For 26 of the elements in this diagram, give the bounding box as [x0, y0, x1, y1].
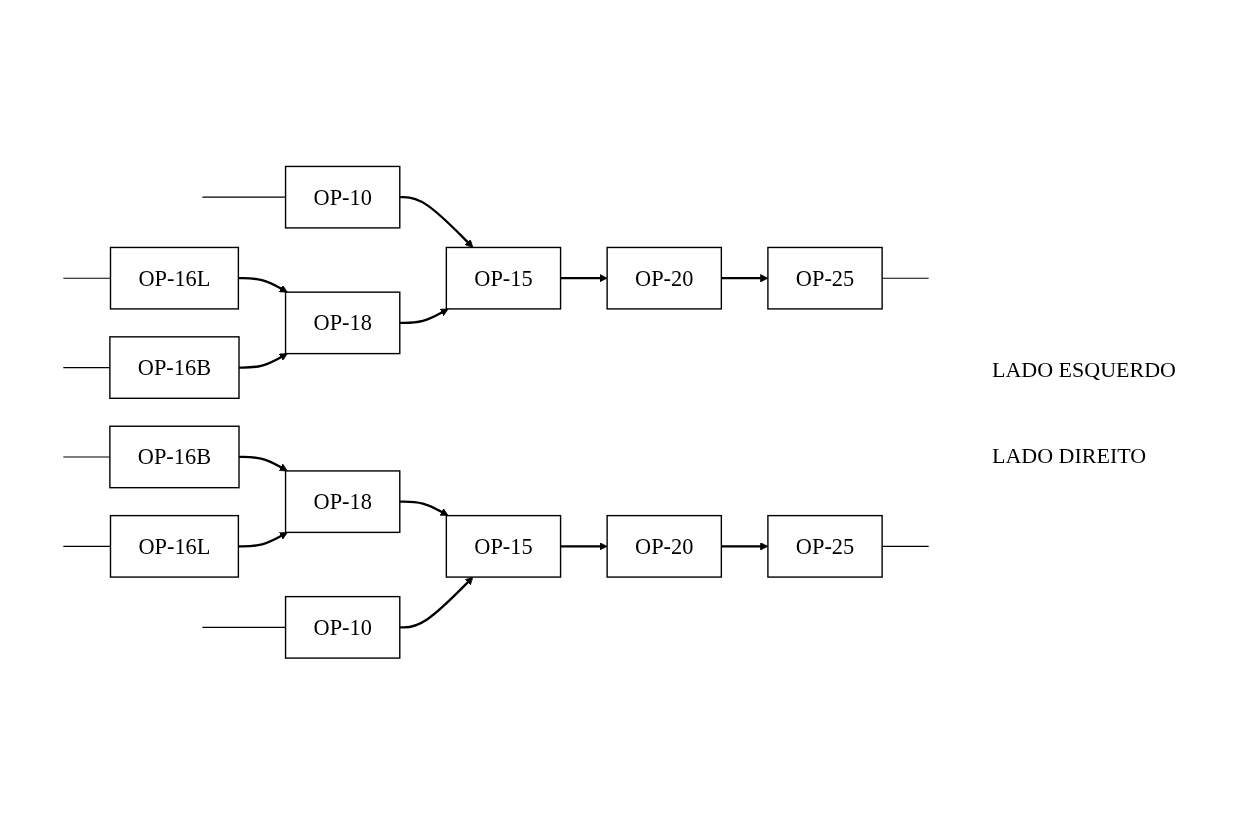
arrow	[399, 308, 449, 325]
node-box: OP-18	[284, 470, 401, 534]
node-box: OP-16B	[109, 336, 240, 400]
arrow	[560, 274, 608, 283]
arrow	[560, 542, 608, 551]
arrow	[399, 196, 474, 249]
node-box: OP-18	[284, 291, 401, 355]
node-box: OP-10	[284, 166, 401, 229]
node-box: OP-25	[767, 515, 883, 578]
node-box: OP-20	[606, 247, 723, 310]
arrow	[238, 277, 288, 293]
node-box: OP-10	[284, 596, 401, 660]
arrow	[238, 532, 288, 548]
node-box: OP-16B	[109, 425, 240, 489]
node-box: OP-15	[445, 515, 562, 578]
node-box: OP-16L	[109, 515, 240, 578]
arrow	[239, 353, 288, 369]
arrow	[399, 500, 449, 517]
arrow	[399, 576, 474, 629]
node-box: OP-15	[445, 247, 562, 310]
arrow	[239, 456, 288, 472]
section-label: LADO DIREITO	[992, 442, 1148, 469]
node-box: OP-16L	[109, 247, 240, 310]
node-box: OP-25	[767, 247, 883, 310]
section-label: LADO ESQUERDO	[992, 356, 1177, 383]
node-box: OP-20	[606, 515, 723, 578]
